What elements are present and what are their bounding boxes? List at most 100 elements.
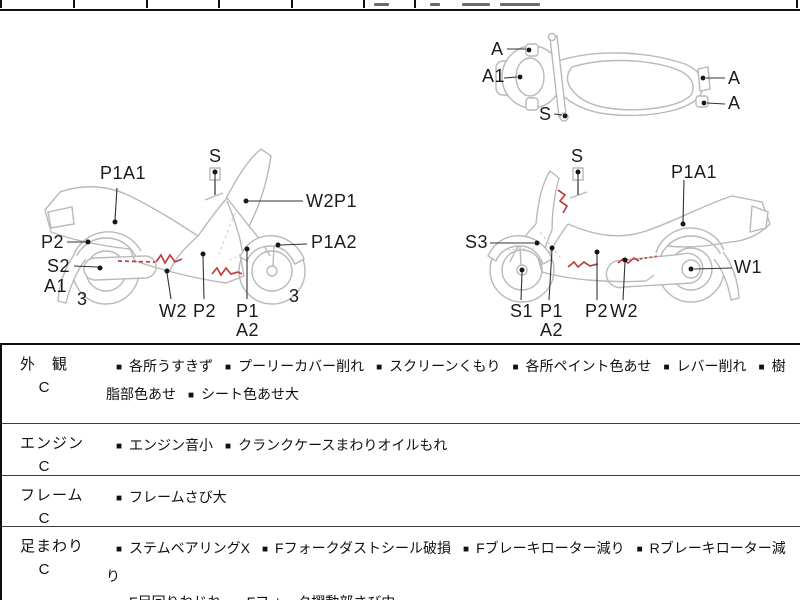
defect-item: ■ フレームさび大 [106, 489, 227, 505]
defect-text: Fフォーク摺動部さび中 [247, 594, 396, 600]
defect-item: ■ クランクケースまわりオイルもれ [215, 437, 447, 453]
label-3-front-left: 3 [289, 286, 300, 306]
defect-item: ■ 各所ペイント色あせ [502, 358, 651, 374]
label-3-rear-left: 3 [77, 289, 88, 309]
scooter-left-outline [44, 148, 306, 305]
left-view-marker-dots [85, 169, 281, 274]
bullet-icon: ■ [376, 362, 383, 373]
bullet-icon: ■ [116, 493, 123, 504]
defect-item: ■ Fフォークダストシール破損 [252, 540, 451, 556]
defect-text: Fブレーキローター減り [476, 540, 625, 556]
defect-item: ■ スクリーンくもり [366, 358, 500, 374]
label-p1a2-left: P1A2 [311, 232, 358, 252]
bullet-icon: ■ [225, 441, 232, 452]
label-a1-front: A1 [482, 66, 506, 86]
label-w1-right: W1 [734, 257, 762, 277]
inspection-table: 外 観 C ■各所うすきず■プーリーカバー削れ■スクリーンくもり■各所ペイント色… [0, 343, 800, 600]
scooter-left-side-drawing [44, 148, 308, 305]
header-divider [363, 0, 365, 8]
defect-item: ■ ステムベアリングX [106, 540, 250, 556]
defect-item: ■プーリーカバー削れ [215, 358, 364, 374]
bullet-icon: ■ [116, 544, 123, 555]
table-row-undercarriage: 足まわり C ■ステムベアリングX■Fフォークダストシール破損■Fブレーキロータ… [2, 526, 800, 600]
defect-text: クランクケースまわりオイルもれ [238, 437, 448, 453]
header-divider [796, 0, 798, 8]
defect-text: ステムベアリングX [129, 540, 250, 556]
clipped-text-fragment [500, 3, 540, 6]
clipped-text-fragment [462, 3, 490, 6]
label-a-front-left: A [491, 39, 504, 59]
defect-text: エンジン音小 [129, 437, 214, 453]
label-p1a1-left: P1A1 [100, 163, 147, 183]
label-s-left: S [209, 146, 222, 166]
defect-text: フレームさび大 [129, 489, 227, 505]
category-label: 外 観 [20, 356, 69, 373]
label-w2-left: W2 [159, 301, 187, 321]
category-cell: 足まわり C [2, 527, 102, 600]
defect-items: ■ステムベアリングX■Fフォークダストシール破損■Fブレーキローター減り■Rブレ… [102, 527, 800, 600]
clipped-text-fragment [430, 3, 440, 6]
defect-item: ■ Fフォーク摺動部さび中 [224, 594, 396, 600]
defect-items: ■ エンジン音小 ■ クランクケースまわりオイルもれ [102, 424, 800, 475]
bullet-icon: ■ [758, 362, 765, 373]
grade-value: C [38, 379, 50, 396]
label-s-right: S [571, 146, 584, 166]
label-p2-body-left: P2 [193, 301, 217, 321]
label-a-rear-lower: A [728, 93, 741, 113]
scooter-top-view-drawing [495, 32, 726, 122]
defect-text: Fフォークダストシール破損 [275, 540, 452, 556]
defect-item: ■ レバー削れ [654, 358, 747, 374]
category-cell: エンジン C [2, 424, 102, 475]
defect-item: ■ 各所うすきず [106, 358, 213, 374]
damage-marks [117, 253, 243, 277]
category-label: エンジン [20, 435, 85, 452]
clipped-text-fragment [374, 3, 389, 6]
label-a2-left: A2 [236, 320, 260, 340]
header-divider [414, 0, 416, 8]
label-a2-right: A2 [540, 320, 564, 340]
bullet-icon: ■ [234, 598, 240, 600]
grade-value: C [38, 510, 50, 527]
scooter-top-outline [495, 32, 711, 122]
defect-item: ■Fブレーキローター減り [453, 540, 625, 556]
bullet-icon: ■ [663, 362, 670, 373]
defect-text: 各所ペイント色あせ [525, 358, 652, 374]
left-view-leader-lines [67, 174, 308, 300]
bullet-icon: ■ [261, 544, 269, 555]
header-divider [291, 0, 293, 8]
right-view-leader-lines [490, 174, 733, 301]
defect-text: シート色あせ大 [201, 386, 300, 402]
defect-text: プーリーカバー削れ [238, 358, 365, 374]
label-p2-right: P2 [585, 301, 609, 321]
table-row-engine: エンジン C ■ エンジン音小 ■ クランクケースまわりオイルもれ [2, 423, 800, 475]
bullet-icon: ■ [116, 362, 123, 373]
label-p2-rear: P2 [41, 232, 65, 252]
category-cell: フレーム C [2, 476, 102, 527]
top-view-leader-lines [503, 48, 726, 116]
defect-item: ■F足回りねじれ [106, 594, 222, 600]
label-w2-right: W2 [610, 301, 638, 321]
label-p1-right: P1 [540, 301, 564, 321]
table-row-exterior: 外 観 C ■各所うすきず■プーリーカバー削れ■スクリーンくもり■各所ペイント色… [2, 345, 800, 423]
bullet-icon: ■ [512, 362, 519, 373]
defect-text: スクリーンくもり [389, 358, 501, 374]
category-label: 足まわり [20, 538, 85, 555]
top-view-marker-dots [517, 47, 707, 119]
right-view-marker-dots [519, 169, 694, 273]
defect-text: 各所うすきず [129, 358, 214, 374]
grade-value: C [38, 458, 50, 475]
bullet-icon: ■ [636, 544, 643, 555]
damage-marks [557, 189, 659, 269]
category-cell: 外 観 C [2, 345, 102, 423]
bullet-icon: ■ [188, 390, 195, 401]
bullet-icon: ■ [116, 598, 122, 600]
defect-item: ■ シート色あせ大 [178, 386, 299, 402]
category-label: フレーム [20, 487, 84, 504]
clipped-header-row [0, 0, 800, 11]
defect-text: レバー削れ [676, 358, 747, 374]
hidden-line-dashes [218, 212, 243, 261]
label-p1a1-right: P1A1 [671, 162, 718, 182]
bullet-icon: ■ [116, 441, 123, 452]
label-s2-left: S2 [47, 256, 71, 276]
header-divider [218, 0, 220, 8]
